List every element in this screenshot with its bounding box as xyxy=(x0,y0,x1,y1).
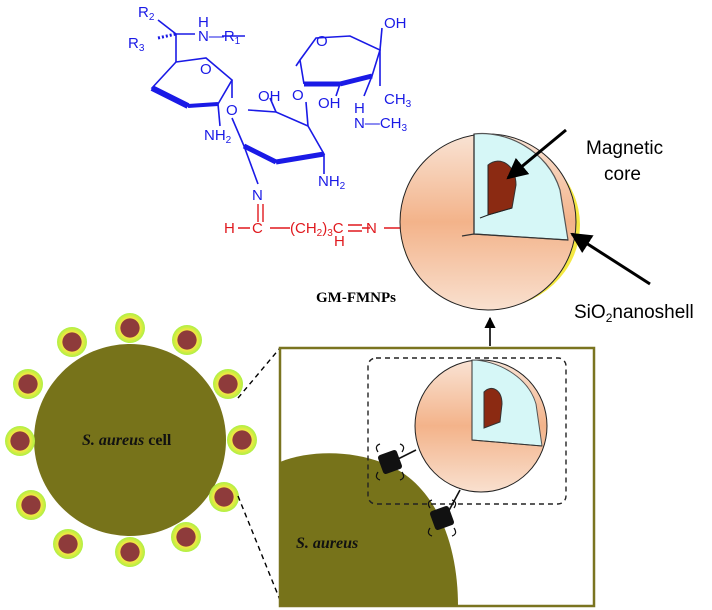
r2-group: R2 xyxy=(138,4,155,23)
sio2-nanoshell-label: SiO2nanoshell xyxy=(574,302,694,325)
glycosidic-oxygen-1: O xyxy=(226,102,238,119)
inset-s-aureus-label: S. aureus xyxy=(296,535,358,552)
zoom-indicator-lines xyxy=(237,347,281,601)
annotation-arrows xyxy=(484,128,651,346)
methyl-group: CH3 xyxy=(384,91,412,110)
amine-a: NH2 xyxy=(204,127,232,146)
inset-bacterium xyxy=(280,453,458,606)
h-upper: H xyxy=(198,14,209,31)
glutaraldehyde-linker: H C (CH2)3C N H xyxy=(224,204,404,250)
bound-nanoparticles xyxy=(5,313,257,567)
hydroxyl-a: OH xyxy=(258,88,281,105)
linker-ch2-chain: (CH2)3C xyxy=(290,220,344,239)
s-aureus-cell xyxy=(34,344,226,536)
receptor-molecule-1 xyxy=(375,443,405,481)
imine-nitrogen: N xyxy=(252,187,263,204)
linker-c-left: C xyxy=(252,220,263,237)
n-methyl-group: N—CH3 xyxy=(354,115,408,134)
zoom-inset: S. aureus xyxy=(278,346,596,608)
receptor-molecule-2 xyxy=(427,499,457,537)
linker-h-left: H xyxy=(224,220,235,237)
n-r1-group: N—R1 xyxy=(198,28,241,47)
magnetic-core-label-line1: Magnetic xyxy=(586,138,663,159)
hydroxyl-top: OH xyxy=(384,15,407,32)
magnetic-core-label-line2: core xyxy=(604,164,641,185)
gm-fmnp-particle xyxy=(399,132,580,311)
amine-b: NH2 xyxy=(318,173,346,192)
gentamicin-labels: R2 R3 H N—R1 O O OH O O OH OH CH3 H N—CH… xyxy=(128,4,412,204)
linker-h-bottom: H xyxy=(334,233,345,250)
hydroxyl-b: OH xyxy=(318,95,341,112)
bacterial-cell-group: S. aureus cell xyxy=(5,313,257,567)
ring1-oxygen: O xyxy=(200,61,212,78)
inset-dashed-box xyxy=(367,357,567,505)
ring3-oxygen: O xyxy=(316,33,328,50)
gentamicin-structure xyxy=(150,19,383,185)
s-aureus-cell-label: S. aureus cell xyxy=(82,432,172,449)
h-lower: H xyxy=(354,100,365,117)
gm-fmnps-label: GM-FMNPs xyxy=(316,290,396,306)
r3-group: R3 xyxy=(128,35,145,54)
inset-particle xyxy=(414,359,548,493)
glycosidic-oxygen-2: O xyxy=(292,87,304,104)
linker-n-right: N xyxy=(366,220,377,237)
